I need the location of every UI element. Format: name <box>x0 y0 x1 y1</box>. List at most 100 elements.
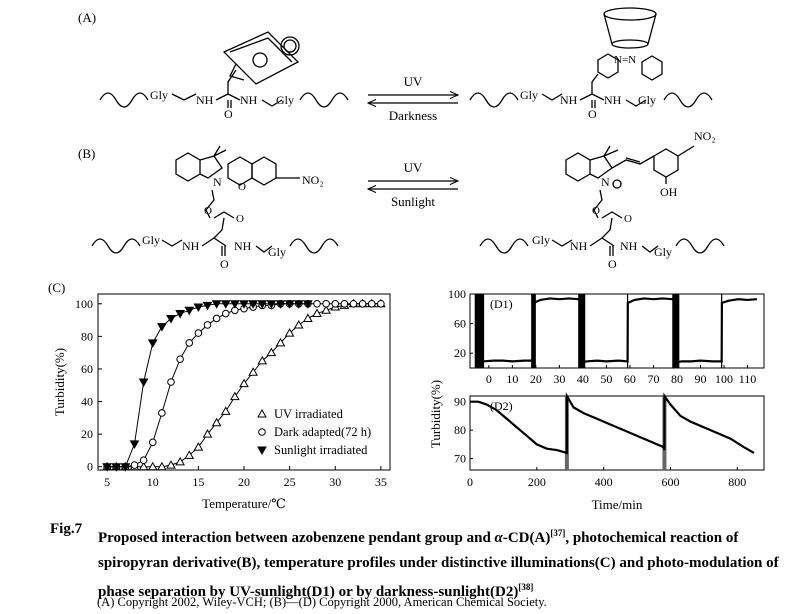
gly-label: Gly <box>150 88 168 102</box>
data-point <box>377 299 385 308</box>
polymer-chain-wave <box>663 92 713 108</box>
polymer-chain-wave <box>99 92 149 108</box>
gly-label: Gly <box>654 245 672 259</box>
data-point <box>120 463 131 472</box>
panel-a: (A) Gly NH O NH Gly UV Darkness Gly <box>78 7 713 123</box>
gly-label: Gly <box>142 233 160 247</box>
figure-caption: Proposed interaction between azobenzene … <box>98 521 788 605</box>
data-point <box>176 355 184 363</box>
caption-reference: [38] <box>518 582 534 592</box>
spiropyran-closed-icon: N O NO₂ O O <box>175 145 324 239</box>
caption-text: -CD(A) <box>502 530 551 546</box>
x-tick-label: 40 <box>577 372 589 386</box>
x-axis-label: Temperature/℃ <box>202 496 286 511</box>
x-tick-label: 20 <box>238 475 250 489</box>
gly-label: Gly <box>268 245 286 259</box>
y-tick-label: 60 <box>454 317 466 331</box>
data-point <box>167 378 175 386</box>
data-point <box>248 367 258 376</box>
data-point <box>303 313 313 322</box>
data-point <box>157 323 167 332</box>
figure-number: Fig.7 <box>50 521 83 537</box>
x-tick-label: 20 <box>530 372 542 386</box>
gly-label: Gly <box>532 233 550 247</box>
ester-o-label: O <box>236 213 244 225</box>
polymer-chain-wave <box>91 238 141 254</box>
data-point <box>257 355 268 365</box>
data-point <box>147 339 158 348</box>
x-tick-label: 15 <box>192 475 204 489</box>
data-point <box>358 299 367 308</box>
legend-marker <box>257 446 267 456</box>
data-point <box>184 306 195 316</box>
n-label: N <box>213 175 222 189</box>
data-point <box>184 450 195 459</box>
data-point <box>293 300 304 309</box>
data-point <box>166 460 176 469</box>
data-point <box>102 463 112 472</box>
data-point <box>313 299 321 308</box>
gly-label: Gly <box>520 88 538 102</box>
nh-label: NH <box>620 239 638 253</box>
x-tick-label: 5 <box>104 475 110 489</box>
x-tick-label: 10 <box>147 475 159 489</box>
nitro-label: NO₂ <box>694 129 716 143</box>
nh-label: NH <box>560 93 578 107</box>
carbonyl-o-label: O <box>220 257 229 271</box>
nh-label: NH <box>240 93 258 107</box>
polymer-chain-wave <box>675 238 725 254</box>
data-point <box>284 328 295 337</box>
legend-label: Dark adapted(72 h) <box>274 425 371 439</box>
carbonyl-o-label: O <box>588 107 597 121</box>
legend-label: Sunlight irradiated <box>274 443 368 457</box>
data-point <box>322 299 330 308</box>
x-tick-label: 35 <box>375 475 387 489</box>
data-point <box>139 456 148 465</box>
data-point <box>312 308 322 318</box>
darkness-label: Darkness <box>389 108 437 123</box>
y-tick-label: 70 <box>454 452 466 466</box>
ester-o-label: O <box>624 213 632 225</box>
data-point <box>211 417 222 427</box>
data-point <box>175 310 185 319</box>
data-point <box>230 300 240 309</box>
panel-b: (B) N O NO₂ O O Gly NH O NH Gly <box>78 129 725 271</box>
gly-label: Gly <box>276 93 294 107</box>
azobenzene-icon: N=N <box>597 53 663 81</box>
cyclodextrin-cone-icon <box>603 7 657 49</box>
data-point <box>130 461 139 469</box>
nh-label: NH <box>604 93 622 107</box>
polymer-chain-wave <box>299 92 349 108</box>
data-point <box>220 406 231 415</box>
data-point <box>193 442 204 451</box>
data-point <box>203 321 212 329</box>
data-point <box>331 299 340 308</box>
y-tick-label: 100 <box>75 297 93 311</box>
data-point <box>157 461 167 471</box>
legend-marker <box>258 428 266 436</box>
data-point <box>111 463 122 472</box>
polymer-chain-wave <box>469 92 519 108</box>
x-tick-label: 0 <box>486 372 492 386</box>
y-tick-label: 90 <box>454 395 466 409</box>
data-point <box>194 329 203 337</box>
caption-text: Proposed interaction between azobenzene … <box>98 530 495 546</box>
y-axis-label: Turbidity(%) <box>428 380 443 448</box>
o-label: O <box>238 181 246 193</box>
data-point <box>349 299 358 308</box>
data-point <box>303 300 313 309</box>
caption-reference: [37] <box>550 528 566 538</box>
data-point <box>367 299 376 308</box>
x-tick-label: 25 <box>284 475 296 489</box>
data-point <box>147 461 158 471</box>
x-tick-label: 80 <box>671 372 683 386</box>
data-point <box>158 409 166 417</box>
x-tick-label: 400 <box>595 475 613 489</box>
data-point <box>266 300 277 309</box>
y-axis-label: Turbidity(%) <box>52 348 67 416</box>
data-point <box>185 339 194 347</box>
data-point <box>284 300 295 309</box>
x-tick-label: 110 <box>739 372 757 386</box>
